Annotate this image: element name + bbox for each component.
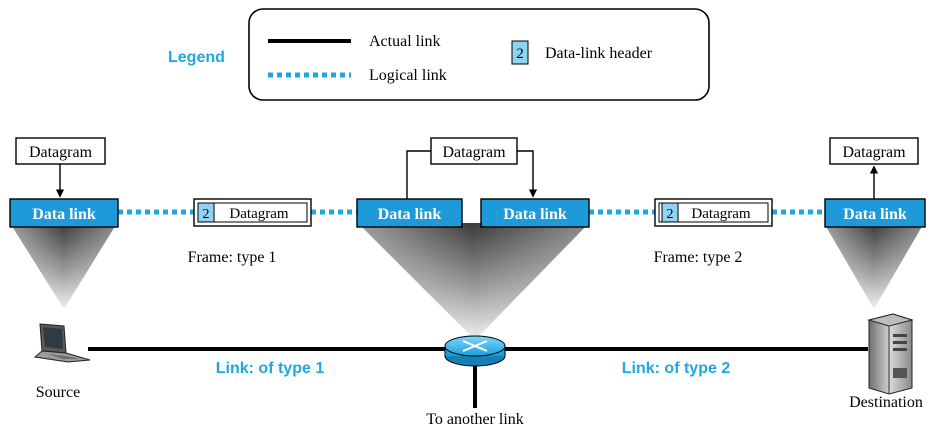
datagram-label: Datagram: [442, 144, 506, 161]
frame-inner-box: [658, 202, 769, 223]
data-link-label: Data link: [503, 206, 567, 223]
data-link-box: [9, 198, 119, 228]
destination-stack: Datagram Data link: [824, 137, 926, 228]
legend-logical-link-label: Logical link: [369, 67, 447, 84]
data-link-label: Data link: [32, 206, 96, 223]
frame-header-badge-text: 2: [667, 207, 674, 222]
datagram-label: Datagram: [29, 144, 93, 161]
link-1-label: Link: of type 1: [216, 360, 325, 377]
frame-header-badge: [197, 202, 215, 223]
frame-caption: Frame: type 2: [654, 249, 743, 266]
data-link-box: [356, 198, 463, 228]
datagram-label: Datagram: [842, 144, 906, 161]
datagram-box: [829, 137, 919, 165]
frame-header-badge-text: 2: [203, 207, 210, 222]
up-connector: [406, 150, 431, 199]
actual-links: [88, 347, 868, 408]
another-link-label: To another link: [426, 411, 524, 428]
legend-actual-link-label: Actual link: [369, 33, 441, 50]
source-label: Source: [36, 384, 80, 401]
legend-header-badge: [511, 40, 529, 65]
legend-header-label: Data-link header: [545, 45, 653, 62]
router-icon: [444, 335, 506, 367]
data-link-box: [824, 198, 926, 228]
laptop-icon: [33, 323, 91, 363]
down-connector: [517, 150, 538, 198]
frame-type-2: 2 Datagram Frame: type 2: [654, 198, 773, 266]
legend-box: [248, 8, 710, 101]
server-icon: [867, 313, 914, 395]
data-link-box: [480, 198, 590, 228]
frame-caption: Frame: type 1: [188, 249, 277, 266]
datagram-box: [430, 137, 518, 165]
link-2-label: Link: of type 2: [622, 360, 731, 377]
router-stack: Datagram Data link Data link: [356, 137, 590, 228]
destination-label: Destination: [849, 394, 923, 411]
data-link-label: Data link: [378, 206, 442, 223]
data-link-label: Data link: [843, 206, 907, 223]
legend: Legend Actual link Logical link 2 Data-l…: [168, 8, 710, 101]
frame-header-badge: [661, 202, 679, 223]
frame-type-1: 2 Datagram Frame: type 1: [188, 198, 312, 266]
legend-title: Legend: [168, 49, 225, 66]
frame-datagram-label: Datagram: [691, 206, 750, 222]
datagram-box: [15, 137, 106, 165]
legend-header-badge-text: 2: [516, 46, 524, 62]
cones: [10, 223, 924, 340]
frame-datagram-label: Datagram: [229, 206, 288, 222]
source-stack: Datagram Data link: [9, 137, 119, 228]
